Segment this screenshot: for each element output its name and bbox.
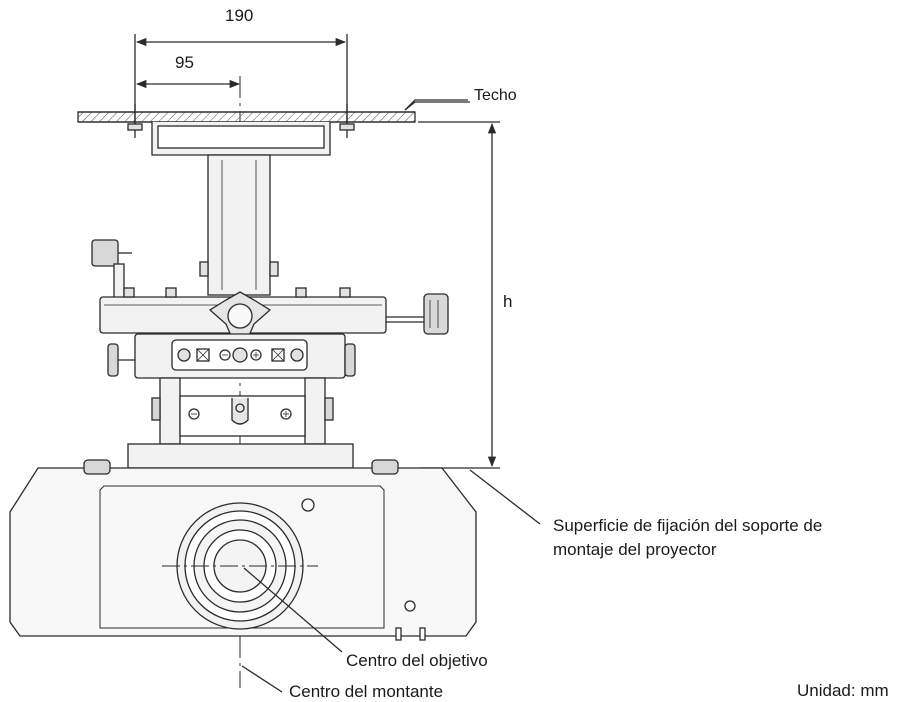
projector-lens [162,502,318,630]
label-mount-surface-line2: montaje del proyector [553,540,717,559]
ceiling-bolt-right [339,104,355,138]
leader-mount-surface [469,469,541,525]
leader-mount-center [241,665,283,693]
dimension-label-190: 190 [225,6,254,25]
base-mounting-plate [127,443,354,469]
label-mount-surface-line1: Superficie de fijación del soporte de [553,516,823,535]
column [199,154,279,296]
center-star-knob [208,291,272,339]
dimension-label-95: 95 [175,53,194,72]
label-mount-center: Centro del montante [289,682,444,701]
ceiling-plate [77,101,470,123]
label-ceiling: Techo [474,87,517,104]
lower-adjustment-block [134,333,356,379]
label-unit: Unidad: mm [797,681,889,700]
dimension-label-h: h [503,292,513,311]
tilt-knob-right [386,293,449,335]
leader-techo [404,99,468,111]
leader-lens-center [243,567,343,653]
thumb-screw-left [107,343,138,377]
ceiling-bolt-left [127,104,143,138]
support-brackets [151,377,334,445]
label-lens-center: Centro del objetivo [346,651,488,670]
